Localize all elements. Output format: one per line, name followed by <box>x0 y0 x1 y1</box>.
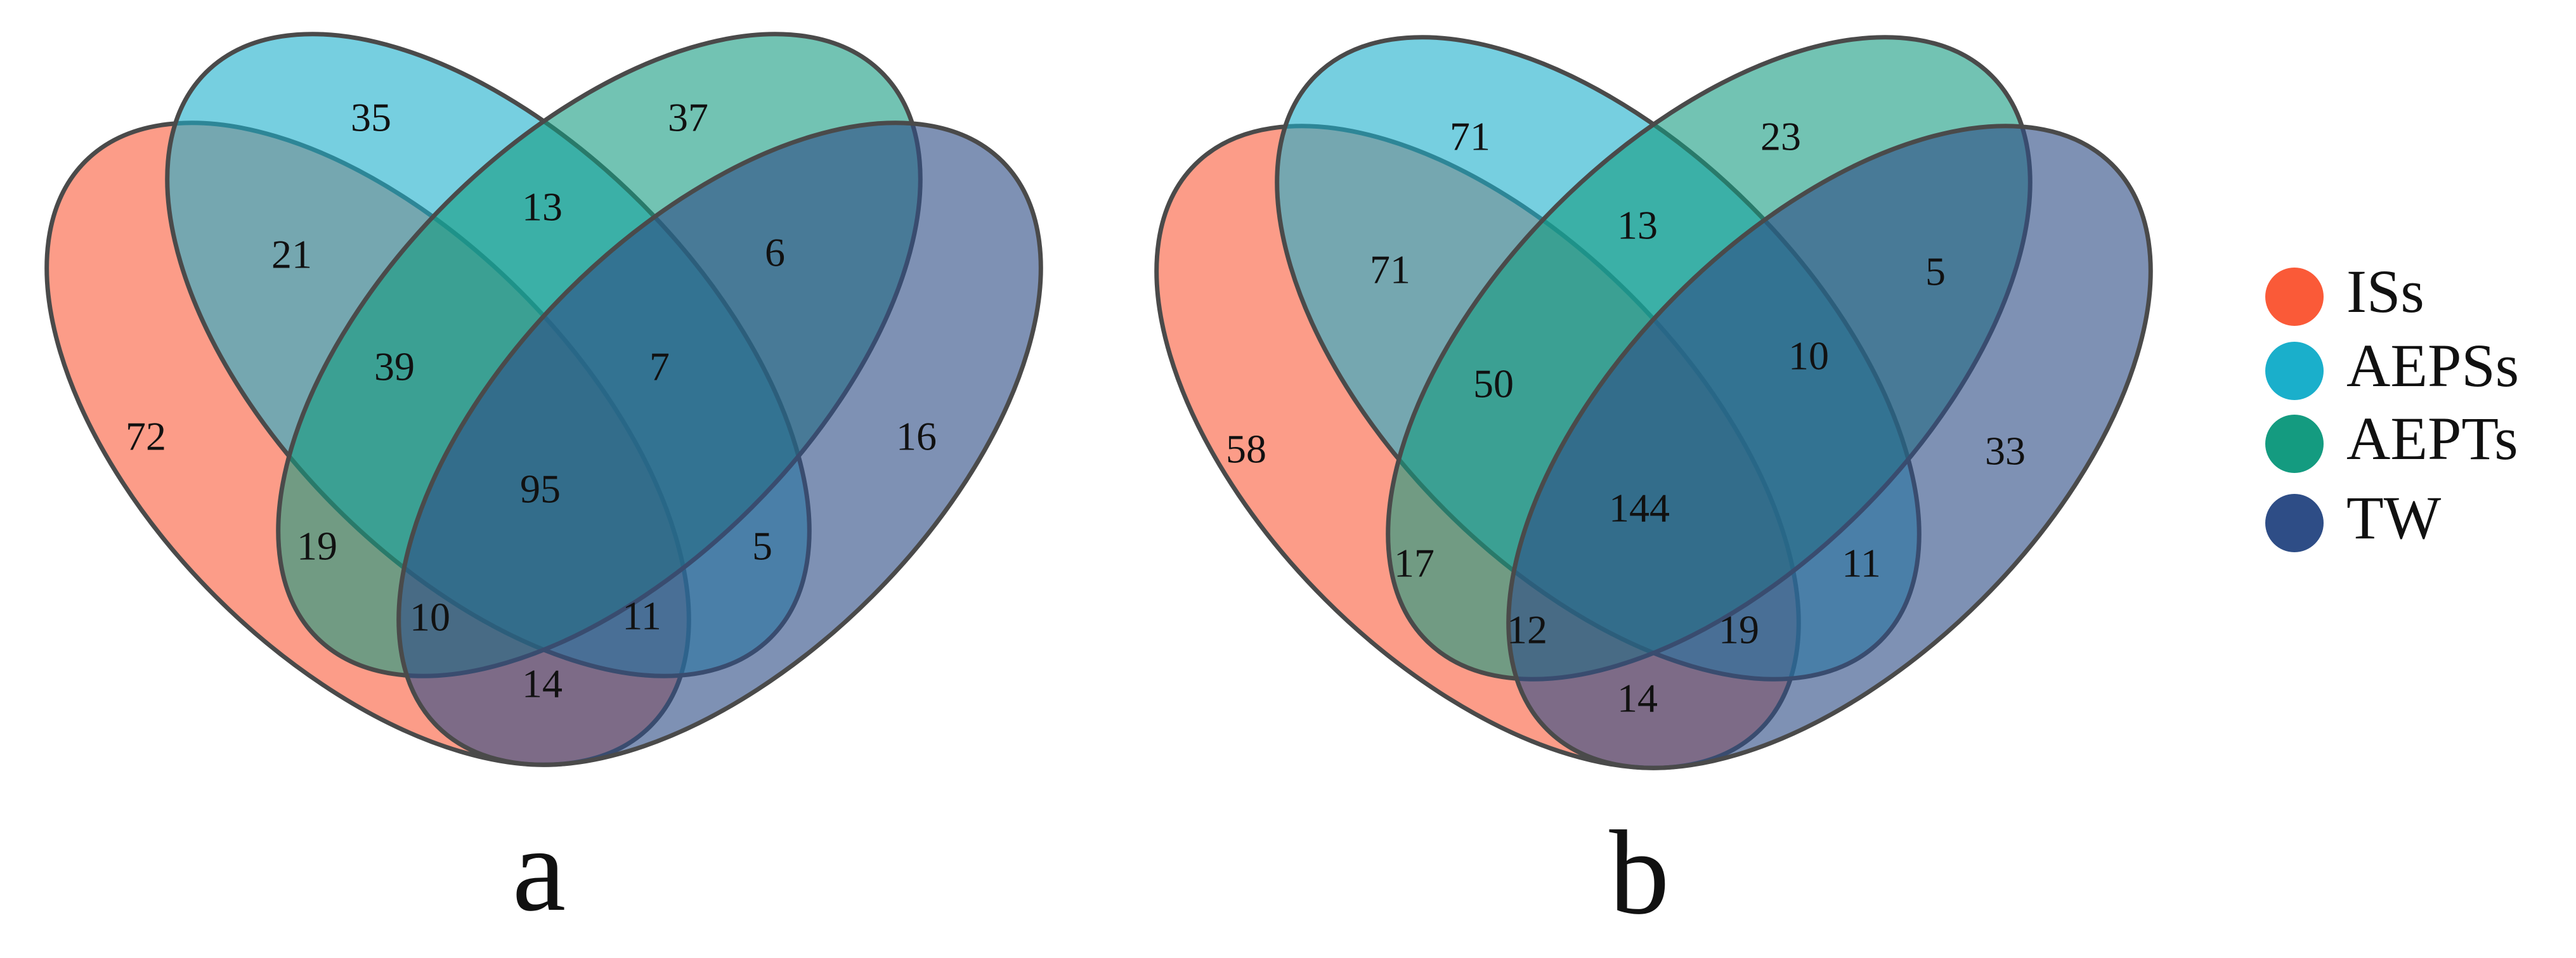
panel-label-a: a <box>512 803 566 936</box>
legend: ISs AEPSs AEPTs TW <box>2265 257 2519 552</box>
legend-item-isss: ISs <box>2265 257 2424 326</box>
count-aepss-aepts-tw: 7 <box>649 344 670 389</box>
count-aepts-tw: 6 <box>765 230 785 275</box>
count-isss-aepts: 19 <box>297 524 337 569</box>
count-isss-only: 58 <box>1226 427 1266 472</box>
count-aepts-only: 37 <box>668 95 708 140</box>
count-isss-aepss-tw: 11 <box>622 593 661 638</box>
count-isss-aepss: 21 <box>271 232 312 277</box>
count-isss-aepss-aepts: 39 <box>374 344 415 389</box>
count-isss-aepss-aepts: 50 <box>1473 361 1514 406</box>
count-aepts-tw: 5 <box>1925 249 1946 294</box>
panel-label-b: b <box>1610 806 1670 940</box>
count-all-four: 95 <box>520 467 561 512</box>
count-isss-only: 72 <box>126 414 166 459</box>
legend-item-aepss: AEPSs <box>2265 332 2519 400</box>
count-isss-aepts-tw: 12 <box>1507 607 1547 652</box>
count-aepss-aepts: 13 <box>522 184 563 230</box>
ellipse-tw <box>396 120 1043 767</box>
count-aepts-only: 23 <box>1760 114 1801 159</box>
legend-item-aepts: AEPTs <box>2265 405 2518 473</box>
count-aepss-only: 71 <box>1450 114 1490 159</box>
count-isss-aepts-tw: 10 <box>410 595 450 640</box>
legend-item-tw: TW <box>2265 484 2442 552</box>
legend-swatch-aepss <box>2265 342 2324 400</box>
legend-swatch-aepts <box>2265 415 2324 473</box>
count-aepss-only: 35 <box>351 95 391 140</box>
legend-label-aepss: AEPSs <box>2346 332 2519 399</box>
ellipse-tw <box>1506 124 2153 770</box>
legend-label-isss: ISs <box>2346 257 2424 325</box>
venn-panel-a: 72 35 37 16 21 13 6 39 7 95 19 10 11 5 1… <box>44 32 1043 936</box>
count-isss-aepts: 17 <box>1394 541 1434 586</box>
count-aepss-tw: 11 <box>1842 541 1881 586</box>
count-isss-tw: 14 <box>1617 676 1658 721</box>
legend-swatch-tw <box>2265 494 2324 552</box>
count-all-four: 144 <box>1609 486 1670 531</box>
count-tw-only: 16 <box>896 414 937 459</box>
count-aepss-tw: 5 <box>752 524 772 569</box>
count-isss-aepss: 71 <box>1370 247 1410 292</box>
count-aepss-aepts-tw: 10 <box>1788 333 1829 379</box>
legend-label-aepts: AEPTs <box>2346 405 2518 472</box>
count-tw-only: 33 <box>1985 429 2026 474</box>
legend-label-tw: TW <box>2346 484 2442 552</box>
venn-panel-b: 58 71 23 33 71 13 5 50 10 144 17 12 19 1… <box>1154 35 2153 940</box>
count-aepss-aepts: 13 <box>1617 203 1658 248</box>
legend-swatch-isss <box>2265 268 2324 326</box>
count-isss-aepss-tw: 19 <box>1719 607 1759 652</box>
count-isss-tw: 14 <box>522 661 563 706</box>
